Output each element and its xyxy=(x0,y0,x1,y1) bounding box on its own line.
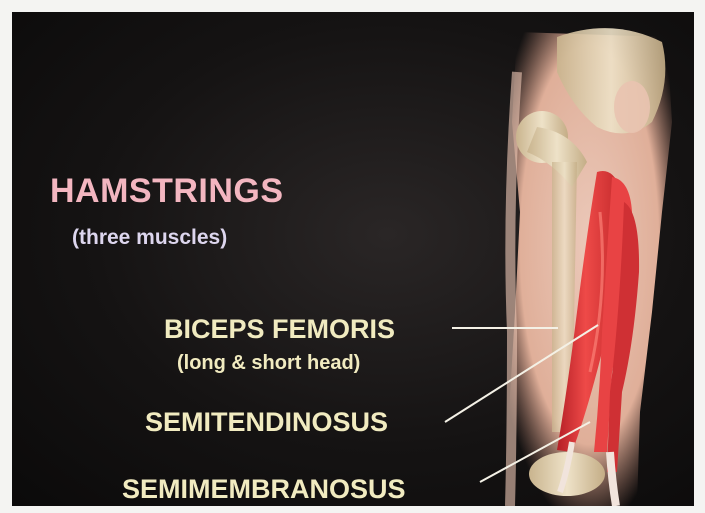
anatomy-slide: HAMSTRINGS (three muscles) BICEPS FEMORI… xyxy=(12,12,694,506)
slide-subtitle: (three muscles) xyxy=(72,226,227,250)
label-semimembranosus: SEMIMEMBRANOSUS xyxy=(122,474,406,505)
obturator-foramen xyxy=(614,81,650,133)
label-biceps-femoris-detail: (long & short head) xyxy=(177,352,360,375)
thigh-outline-left xyxy=(510,72,517,506)
label-semitendinosus: SEMITENDINOSUS xyxy=(145,407,388,438)
slide-title: HAMSTRINGS xyxy=(50,172,284,211)
label-biceps-femoris: BICEPS FEMORIS xyxy=(164,314,395,345)
